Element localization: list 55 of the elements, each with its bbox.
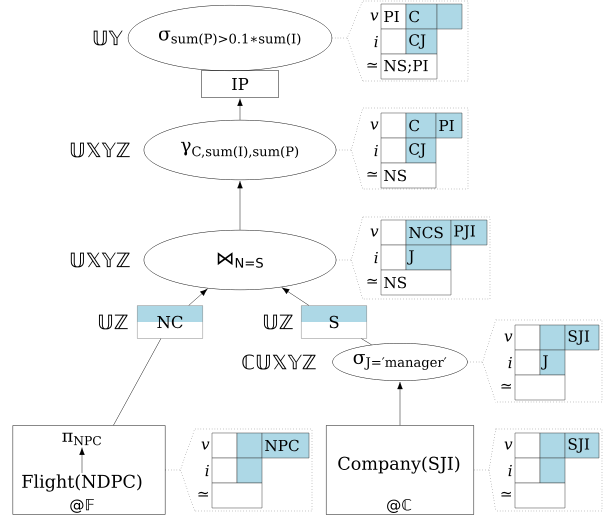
site-label: 𝕌𝕏𝕐ℤ: [70, 252, 130, 268]
row-label: v: [504, 334, 512, 342]
result-box: IP: [201, 70, 279, 98]
row-label: i: [374, 36, 378, 48]
site-label: 𝕌ℤ: [98, 314, 128, 330]
relation-box: NC: [136, 305, 204, 339]
callout-bracket: [336, 216, 363, 300]
callout-bracket: [332, 0, 363, 82]
row-label: ≃: [198, 492, 208, 497]
site-box: Company(SJI) @ℂ: [326, 425, 474, 515]
table-cell: CJ: [406, 138, 436, 164]
expression-text: $\text{π}_{\text{NPC}}$: [62, 432, 101, 446]
arrow: [237, 180, 243, 230]
row-label: i: [374, 252, 378, 264]
row-label: v: [504, 442, 512, 450]
arrow: [397, 382, 403, 426]
row-label: v: [370, 12, 378, 20]
table-cell: J: [540, 350, 566, 376]
row-label: ≃: [367, 62, 377, 68]
arrow: [282, 288, 310, 306]
row-label: v: [370, 122, 378, 130]
row-label: v: [370, 228, 378, 236]
table-cell: J: [406, 244, 452, 270]
arrow: [79, 447, 85, 474]
callout-bracket: [165, 428, 195, 512]
table-cell: NPC: [262, 432, 310, 458]
row-label: v: [202, 442, 210, 450]
row-label: ≃: [501, 492, 511, 497]
site-label: ℂ𝕌𝕏𝕐ℤ: [242, 354, 316, 370]
table-cell: PI: [436, 112, 462, 138]
arrow: [188, 288, 208, 306]
row-label: i: [508, 356, 512, 368]
callout-bracket: [474, 428, 496, 512]
expression-text: Flight(NDPC): [22, 474, 142, 492]
site-label: 𝕌𝕐: [94, 30, 123, 46]
site-label: 𝕌ℤ: [264, 314, 293, 330]
row-label: ≃: [367, 278, 377, 284]
table-cell: NCS: [406, 220, 452, 246]
site-label: 𝕌𝕏𝕐ℤ: [70, 142, 130, 158]
relation-box: S: [300, 305, 368, 339]
table-cell: SJI: [564, 324, 600, 350]
arrow: [237, 98, 243, 120]
callout-bracket: [336, 108, 363, 190]
table-cell: SJI: [564, 432, 600, 458]
table-cell: CJ: [406, 28, 438, 54]
table-cell: C: [406, 4, 438, 30]
table-cell: C: [406, 112, 436, 138]
callout-bracket: [467, 320, 496, 402]
row-label: i: [206, 464, 209, 476]
row-label: i: [374, 144, 378, 156]
table-cell: PJI: [450, 220, 488, 246]
row-label: ≃: [367, 172, 377, 177]
table-cell: PI: [380, 4, 406, 30]
row-label: ≃: [501, 384, 511, 389]
row-label: i: [508, 464, 512, 476]
